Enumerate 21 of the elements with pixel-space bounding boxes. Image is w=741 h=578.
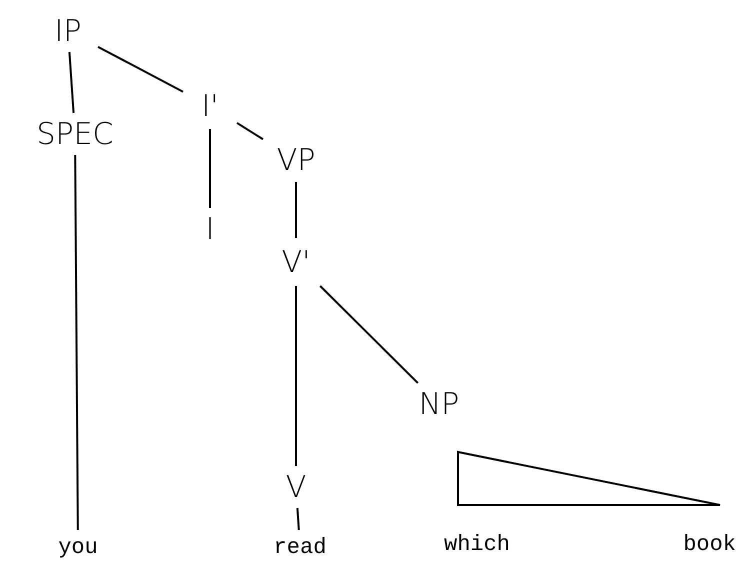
- category-label: I': [200, 88, 220, 126]
- tree-branch: [319, 285, 419, 384]
- word: you: [57, 534, 99, 562]
- tree-branch: [98, 46, 184, 93]
- category-label: IP: [54, 12, 82, 50]
- tree-branch: [68, 52, 75, 114]
- category-label: V': [280, 244, 312, 282]
- tree-branch: [296, 508, 300, 530]
- tree-branch: [209, 129, 211, 208]
- category-label: NP: [418, 386, 460, 423]
- tree-branch: [236, 122, 264, 140]
- tree-branch: [74, 155, 79, 530]
- category-label: I: [204, 210, 216, 248]
- tree-branch: [295, 182, 297, 238]
- category-label: SPEC: [35, 116, 115, 153]
- category-label: V: [284, 468, 308, 506]
- word: read: [272, 534, 328, 562]
- tree-branch: [295, 286, 297, 466]
- word: which: [444, 532, 510, 557]
- word: book: [683, 532, 736, 557]
- category-label: VP: [276, 142, 316, 180]
